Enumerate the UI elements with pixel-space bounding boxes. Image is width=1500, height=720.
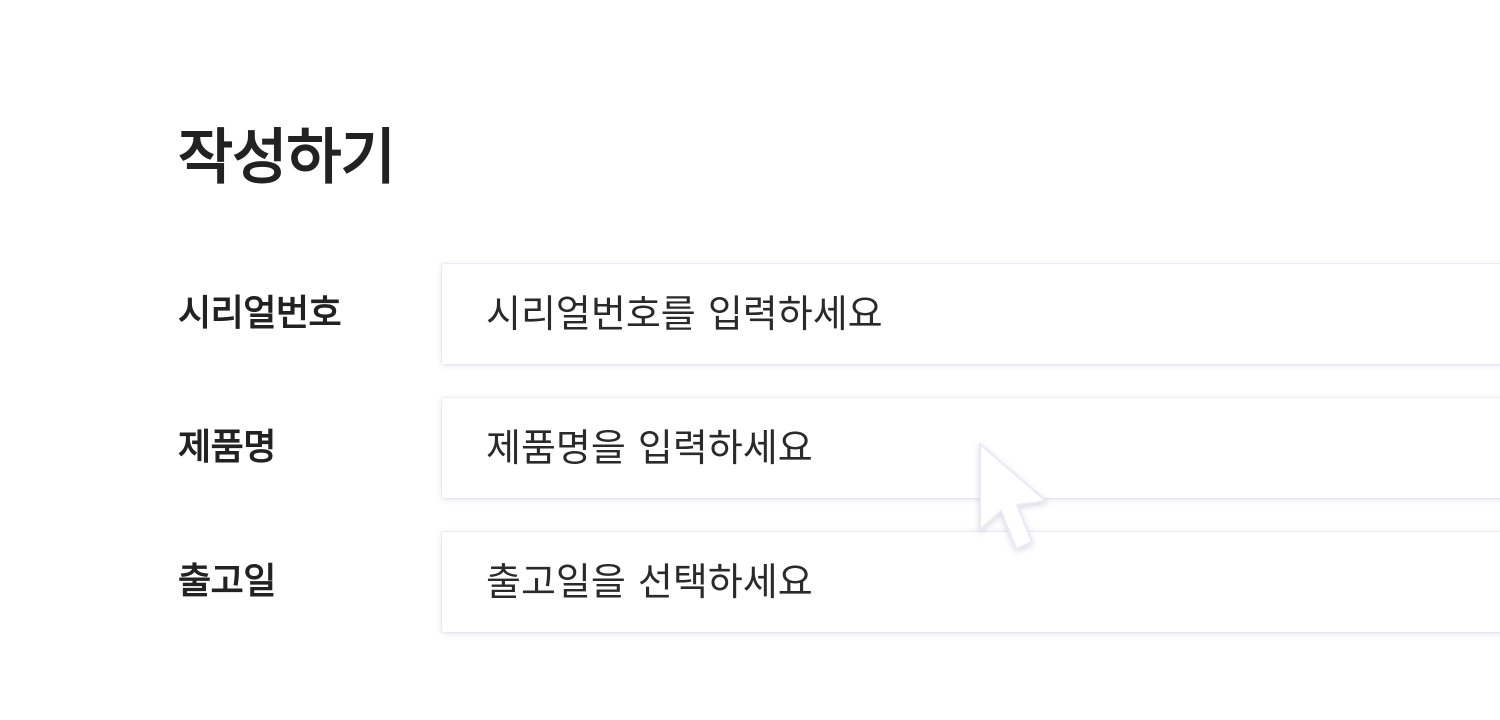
form-row-ship-date: 출고일 xyxy=(0,532,1500,632)
serial-number-field-box[interactable] xyxy=(442,264,1500,364)
ship-date-label: 출고일 xyxy=(178,561,276,602)
product-name-input[interactable] xyxy=(442,398,1500,498)
form-row-product: 제품명 xyxy=(0,398,1500,498)
product-name-label: 제품명 xyxy=(178,427,276,468)
page-title: 작성하기 xyxy=(178,123,396,193)
product-name-field-box[interactable] xyxy=(442,398,1500,498)
ship-date-input[interactable] xyxy=(442,532,1500,632)
ship-date-field-box[interactable] xyxy=(442,532,1500,632)
serial-number-input[interactable] xyxy=(442,264,1500,364)
serial-number-label: 시리얼번호 xyxy=(178,293,342,334)
form-row-serial: 시리얼번호 xyxy=(0,264,1500,364)
